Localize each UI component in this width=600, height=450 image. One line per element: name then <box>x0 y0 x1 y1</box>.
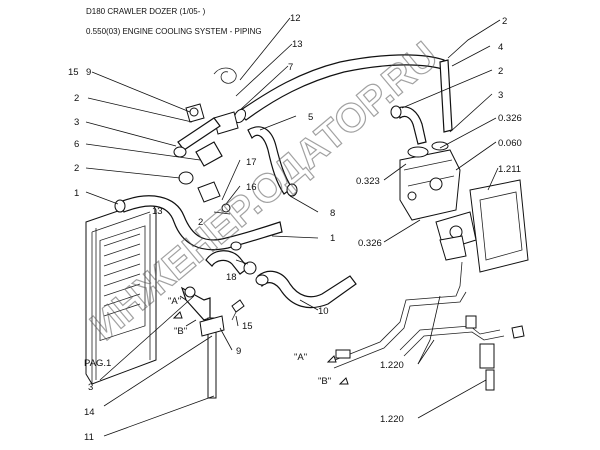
marker-a: "A" <box>294 352 307 363</box>
callout-15: 15 <box>242 321 253 332</box>
arrow-icon <box>338 377 349 385</box>
callout-16: 16 <box>246 182 257 193</box>
ref-0-326: 0.326 <box>358 238 382 249</box>
arrow-icon <box>172 311 183 319</box>
callout-8: 8 <box>330 208 335 219</box>
callout-3: 3 <box>88 382 93 393</box>
callout-2: 2 <box>74 93 79 104</box>
thermostat-housing <box>399 141 461 221</box>
callout-4: 4 <box>498 42 503 53</box>
watermark: ИНЖЕНЕР.ОДАТОР.RU <box>83 34 447 349</box>
ref-0-326: 0.326 <box>498 113 522 124</box>
arrow-icon <box>326 355 337 363</box>
callout-13: 13 <box>152 206 163 217</box>
hose-6 <box>195 141 223 167</box>
callout-10: 10 <box>318 306 329 317</box>
diagram-title: D180 CRAWLER DOZER (1/05- ) <box>86 7 206 16</box>
hose-18 <box>205 250 249 275</box>
callout-labels: 12 13 7 9 15 2 3 6 2 1 13 17 16 2 5 8 1 … <box>68 13 522 443</box>
leader-lines <box>85 17 501 437</box>
callout-2: 2 <box>502 16 507 27</box>
callout-2: 2 <box>74 163 79 174</box>
callout-7: 7 <box>288 62 293 73</box>
callout-2: 2 <box>498 66 503 77</box>
callout-3: 3 <box>74 117 79 128</box>
hose-4 <box>397 106 427 145</box>
fitting-16 <box>197 181 221 203</box>
page-ref: PAG.1 <box>84 358 111 369</box>
engine-block <box>435 179 529 273</box>
pipe-assembly <box>329 261 525 391</box>
marker-b: "B" <box>318 376 331 387</box>
hose-10 <box>257 270 357 309</box>
hose-13 <box>119 195 283 251</box>
callout-9: 9 <box>86 67 91 78</box>
marker-a: "A" <box>168 296 181 307</box>
ref-0-323: 0.323 <box>356 176 380 187</box>
callout-15: 15 <box>68 67 79 78</box>
ref-0-060: 0.060 <box>498 138 522 149</box>
callout-12: 12 <box>290 13 301 24</box>
clip <box>213 67 237 84</box>
callout-18: 18 <box>226 272 237 283</box>
callout-2: 2 <box>198 217 203 228</box>
callout-5: 5 <box>308 112 313 123</box>
pipe-11 <box>180 286 225 399</box>
callout-13: 13 <box>292 39 303 50</box>
callout-1: 1 <box>330 233 335 244</box>
diagram-subtitle: 0.550(03) ENGINE COOLING SYSTEM - PIPING <box>86 27 262 36</box>
callout-3: 3 <box>498 90 503 101</box>
upper-hose <box>233 54 453 133</box>
callout-14: 14 <box>84 407 95 418</box>
bolt <box>231 299 245 313</box>
ref-1-220: 1.220 <box>380 414 404 425</box>
callout-9: 9 <box>236 346 241 357</box>
hose-5 <box>247 126 293 195</box>
direction-markers: "A" "B" "A" "B" <box>168 296 349 387</box>
marker-b: "B" <box>174 326 187 337</box>
callout-17: 17 <box>246 157 257 168</box>
callout-6: 6 <box>74 139 79 150</box>
ref-1-211: 1.211 <box>498 164 521 175</box>
bracket <box>177 103 239 151</box>
callout-1: 1 <box>74 188 79 199</box>
ref-1-220: 1.220 <box>380 360 404 371</box>
callout-11: 11 <box>84 432 94 443</box>
